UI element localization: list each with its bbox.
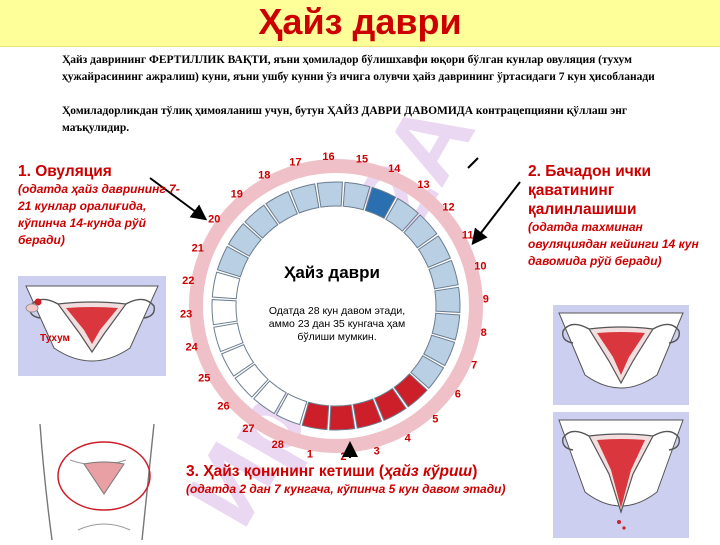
cycle-day-number: 22 [182, 275, 194, 287]
cycle-day-segment [316, 181, 343, 208]
cycle-segments [211, 181, 461, 431]
phase-thickening: 2. Бачадон ички қаватининг қалинлашиши (… [528, 162, 708, 270]
cycle-day-number: 3 [374, 445, 380, 457]
cycle-day-segment [253, 380, 287, 415]
cycle-day-segment [211, 271, 241, 300]
egg-label: Тухум [40, 333, 70, 344]
cycle-day-segment [301, 401, 330, 431]
cycle-day-number: 25 [198, 373, 210, 385]
cycle-day-segment [428, 259, 459, 290]
cycle-day-number: 20 [208, 213, 220, 225]
phase-menstruation: 3. Ҳайз қонининг кетиши (ҳайз кўриш) (од… [186, 462, 546, 498]
cycle-day-segment [220, 344, 255, 377]
cycle-day-segment [434, 286, 461, 313]
cycle-day-segment [431, 312, 461, 341]
phase-ovulation-note: (одатда ҳайз даврининг 7-21 кунлар орали… [18, 182, 180, 247]
cycle-day-number: 6 [455, 389, 461, 401]
cycle-day-number: 23 [180, 308, 192, 320]
uterus-ovulation-image [18, 276, 166, 376]
cycle-arrow [467, 157, 479, 169]
arrow-ovulation [149, 177, 208, 221]
cycle-day-number: 24 [185, 342, 198, 354]
cycle-day-number: 21 [192, 243, 204, 255]
cycle-day-number: 13 [417, 179, 429, 191]
phase-menstruation-title-b: ҳайз кўриш [384, 463, 473, 480]
arrow-endometrium [471, 181, 521, 246]
page-title: Ҳайз даври [258, 1, 462, 42]
intro-paragraph-2: Ҳомиладорликдан тўлиқ ҳимояланиш учун, б… [62, 105, 628, 134]
cycle-day-number: 26 [217, 400, 229, 412]
cycle-day-segment [265, 190, 298, 225]
body-outline-image [18, 420, 168, 541]
intro-text: Ҳайз даврининг ФЕРТИЛЛИК ВАҚТИ, яъни ҳом… [62, 52, 692, 154]
intro-paragraph-1: Ҳайз даврининг ФЕРТИЛЛИК ВАҚТИ, яъни ҳом… [62, 54, 655, 83]
cycle-day-number: 14 [388, 163, 401, 175]
cycle-day-number: 17 [289, 157, 301, 169]
cycle-day-segment [329, 404, 356, 431]
phase-menstruation-title: 3. Ҳайз қонининг кетиши (ҳайз кўриш) [186, 462, 546, 481]
cycle-day-number: 1 [307, 449, 313, 461]
cycle-day-segment [352, 398, 383, 429]
cycle-day-segment [374, 387, 407, 422]
cycle-day-segment [417, 235, 452, 268]
uterus-thickening-image [553, 305, 689, 405]
cycle-outer-ring [189, 159, 483, 453]
cycle-day-segment [364, 186, 397, 219]
cycle-day-segment [410, 355, 445, 389]
cycle-day-segment [393, 373, 428, 408]
cycle-day-segment [342, 181, 371, 211]
cycle-day-number: 27 [242, 423, 254, 435]
uterus-menstruation-image [553, 412, 689, 538]
cycle-day-number: 12 [442, 202, 454, 214]
cycle-day-segment [227, 223, 262, 257]
phase-menstruation-title-c: ) [472, 463, 478, 480]
cycle-day-segment [213, 322, 244, 353]
title-bar [0, 0, 720, 47]
cycle-day-number: 15 [356, 153, 368, 165]
cycle-inner-fill [236, 206, 436, 406]
cycle-day-number: 16 [322, 151, 334, 163]
phase-ovulation-title: 1. Овуляция [18, 163, 112, 180]
cycle-day-number: 18 [258, 169, 270, 181]
cycle-center-note: Одатда 28 кун давом этади, аммо 23 дан 3… [268, 305, 406, 343]
phase-thickening-title: 2. Бачадон ички қаватининг қалинлашиши [528, 163, 652, 218]
cycle-day-number: 9 [483, 294, 489, 306]
phase-ovulation: 1. Овуляция (одатда ҳайз даврининг 7-21 … [18, 162, 188, 249]
cycle-center-title: Ҳайз даври [284, 263, 380, 282]
phase-menstruation-note: (одатда 2 дан 7 кунгача, кўпинча 5 кун д… [186, 482, 506, 496]
cycle-day-number: 19 [231, 189, 243, 201]
cycle-day-segment [234, 363, 269, 398]
cycle-day-segment [403, 214, 438, 249]
cycle-day-segment [216, 245, 249, 278]
cycle-day-number: 5 [432, 413, 438, 425]
cycle-day-number: 10 [474, 260, 486, 272]
cycle-day-segment [211, 299, 238, 326]
cycle-day-number: 11 [462, 229, 474, 241]
cycle-day-segment [275, 393, 308, 426]
cycle-day-segment [289, 183, 320, 214]
cycle-day-number: 28 [272, 439, 284, 451]
phase-thickening-note: (одатда тахминан овуляциядан кейинги 14 … [528, 220, 699, 268]
cycle-day-number: 7 [471, 359, 477, 371]
cycle-day-segment [244, 204, 279, 239]
phase-menstruation-title-a: 3. Ҳайз қонининг кетиши ( [186, 463, 385, 480]
cycle-day-segment [385, 197, 419, 232]
cycle-day-number: 8 [481, 327, 487, 339]
cycle-day-number: 4 [405, 433, 412, 445]
cycle-day-segment [423, 334, 456, 367]
